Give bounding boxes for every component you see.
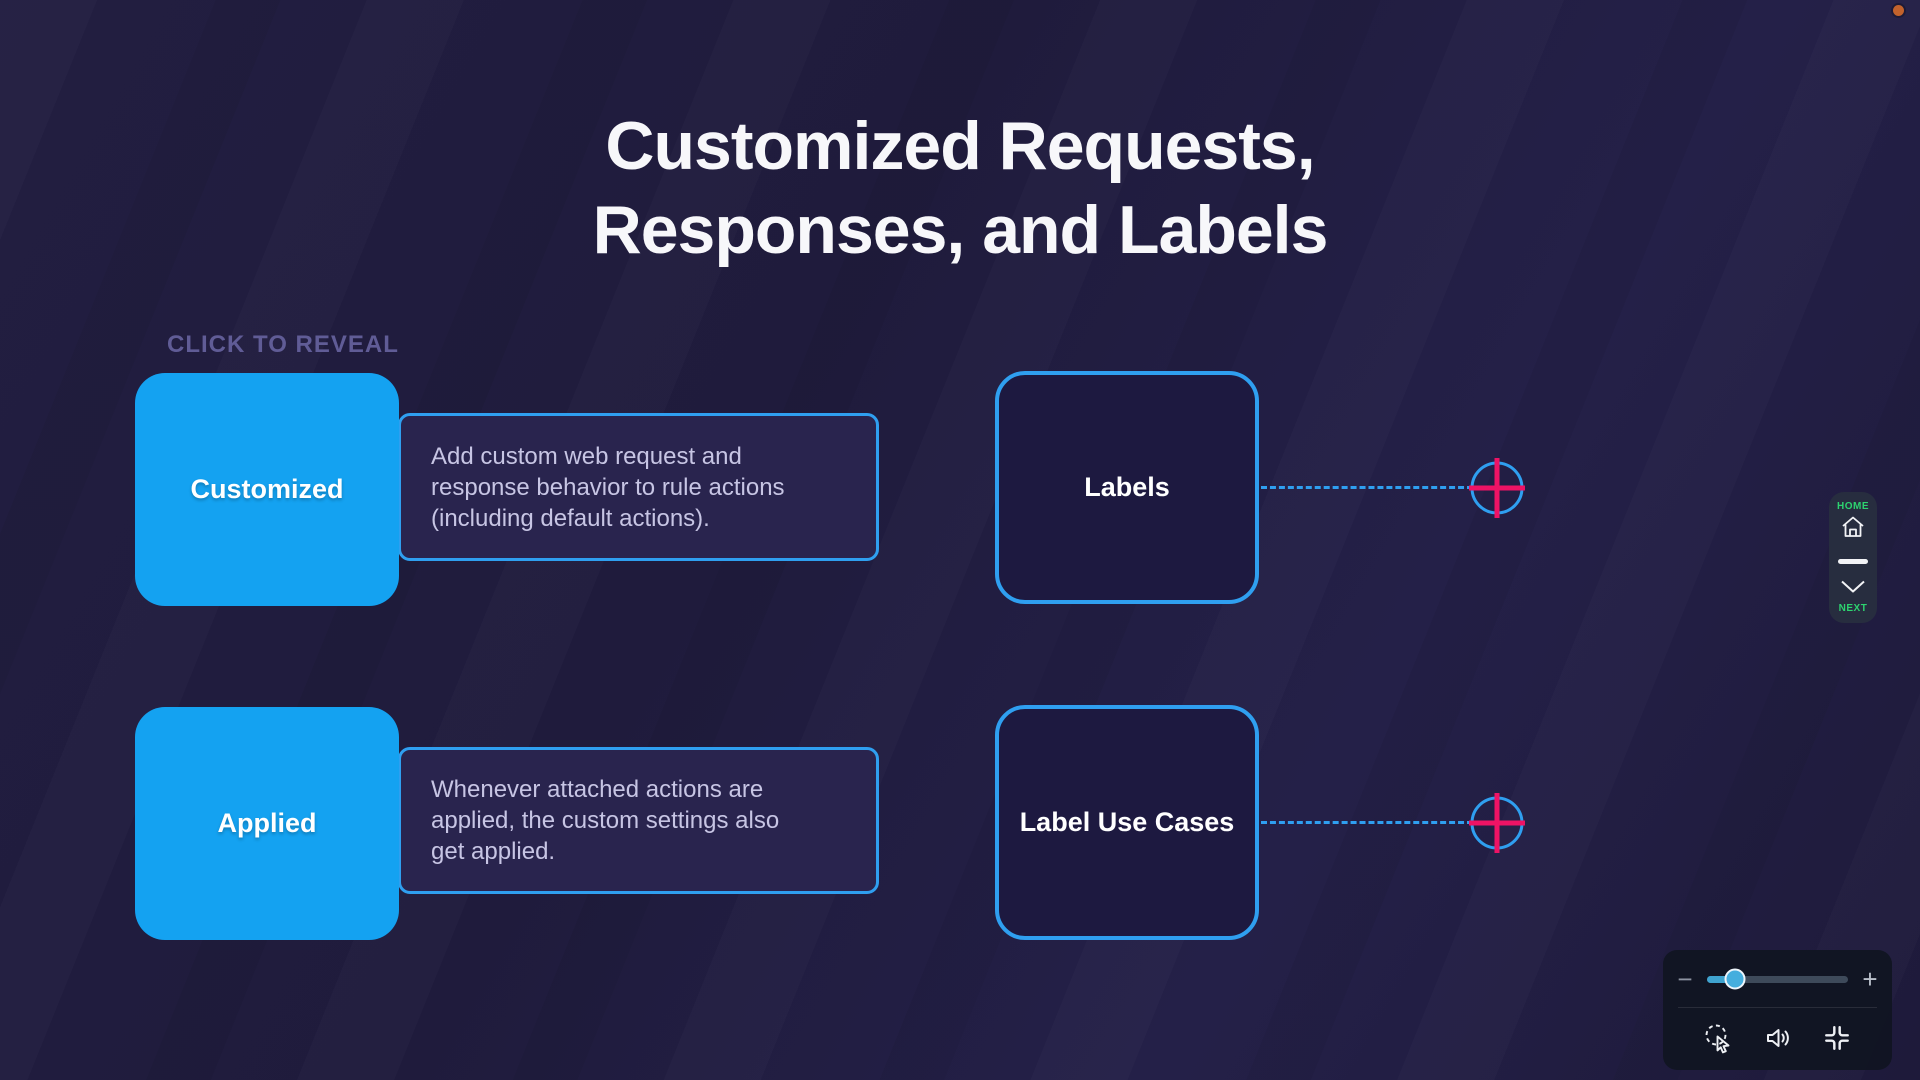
zoom-slider[interactable]	[1707, 968, 1848, 990]
zoom-slider-thumb[interactable]	[1724, 968, 1746, 990]
recording-dot	[1893, 5, 1904, 16]
next-button[interactable]: NEXT	[1839, 579, 1868, 614]
home-button-label: HOME	[1837, 501, 1869, 512]
plus-circle-icon[interactable]	[1465, 791, 1529, 855]
page-title-line-1: Customized Requests,	[605, 108, 1315, 184]
home-button[interactable]: HOME	[1837, 501, 1869, 544]
panel-divider	[1678, 1007, 1877, 1008]
slide-nav-widget: HOME NEXT	[1829, 492, 1877, 623]
reveal-card-label: Label Use Cases	[1019, 807, 1235, 837]
zoom-out-button[interactable]: −	[1677, 964, 1693, 994]
plus-circle-icon[interactable]	[1465, 456, 1529, 520]
reveal-card-label: Applied	[217, 808, 317, 838]
description-text: Whenever attached actions are applied, t…	[431, 776, 780, 865]
volume-icon[interactable]	[1761, 1021, 1795, 1055]
next-button-label: NEXT	[1838, 603, 1868, 614]
reveal-card-labels[interactable]: Labels	[995, 371, 1259, 604]
player-control-panel: − +	[1663, 950, 1892, 1070]
connector-dashed-line	[1261, 821, 1473, 824]
zoom-slider-fill	[1707, 975, 1736, 983]
reveal-card-customized[interactable]: Customized	[135, 373, 399, 606]
player-icon-row	[1663, 1016, 1892, 1060]
reveal-card-applied[interactable]: Applied	[135, 707, 399, 940]
reveal-card-label-use-cases[interactable]: Label Use Cases	[995, 705, 1259, 940]
description-box-applied: Whenever attached actions are applied, t…	[398, 747, 879, 894]
description-box-customized: Add custom web request and response beha…	[398, 413, 879, 561]
zoom-slider-row: − +	[1663, 962, 1892, 996]
connector-dashed-line	[1261, 486, 1473, 489]
reveal-card-label: Labels	[1084, 472, 1170, 502]
home-icon	[1840, 515, 1866, 544]
page-title: Customized Requests, Responses, and Labe…	[0, 104, 1920, 272]
reveal-card-label: Customized	[190, 474, 344, 504]
zoom-in-button[interactable]: +	[1862, 964, 1878, 994]
compress-icon[interactable]	[1820, 1021, 1854, 1055]
description-text: Add custom web request and response beha…	[431, 442, 785, 532]
nav-divider	[1838, 559, 1868, 564]
cursor-click-icon[interactable]	[1702, 1021, 1736, 1055]
click-to-reveal-label: CLICK TO REVEAL	[167, 331, 399, 358]
chevron-down-icon	[1839, 579, 1867, 600]
page-title-line-2: Responses, and Labels	[592, 192, 1329, 268]
